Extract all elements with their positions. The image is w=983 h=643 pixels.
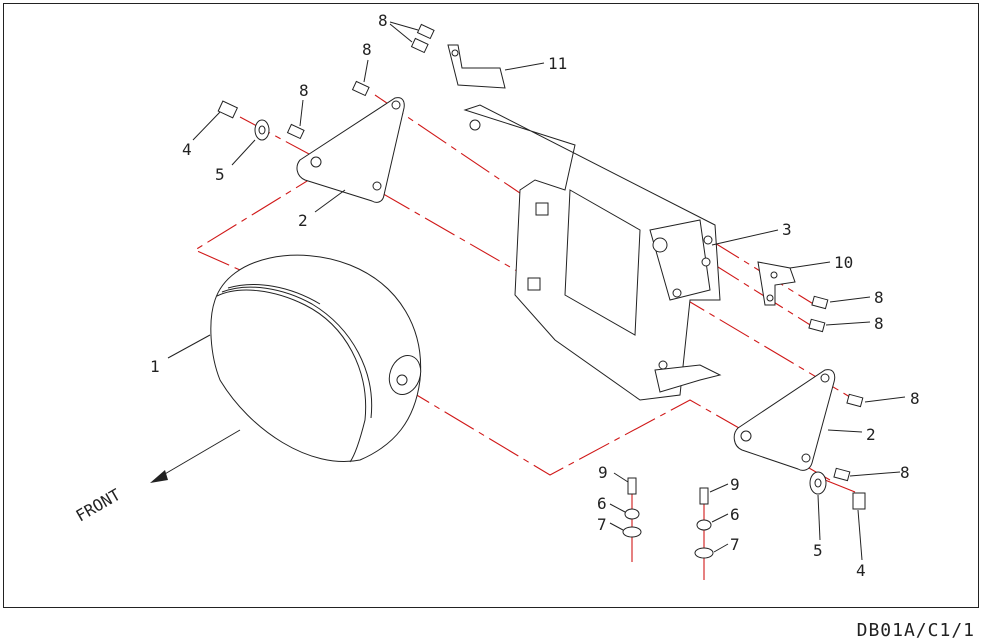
headlight-shell (210, 254, 422, 463)
bolt-8-top-b (410, 37, 429, 54)
main-bracket (463, 104, 722, 401)
nut-6-left (624, 508, 640, 520)
bolts-4-washers-5 (217, 100, 866, 510)
callout-7-right: 7 (730, 535, 740, 554)
bolt-4-right (852, 492, 866, 510)
leader-lines (167, 21, 906, 561)
callout-numbers: 1 2 2 3 4 4 5 5 6 6 7 7 8 8 8 8 8 8 8 9 … (150, 11, 920, 580)
assembly-path-headlight-top (193, 169, 326, 271)
clip-bracket-11 (447, 44, 506, 89)
callout-4-left: 4 (182, 140, 192, 159)
assembly-path-bolt8-b (709, 261, 816, 329)
bracket-left (296, 97, 405, 203)
callout-9-right: 9 (730, 475, 740, 494)
front-arrow: FRONT (73, 429, 241, 526)
drawing-code: DB01A/C1/1 (856, 620, 975, 641)
callout-11: 11 (548, 54, 567, 73)
bolt-8-bracket-left (286, 123, 305, 140)
bracket-right (733, 369, 836, 471)
callout-9-left: 9 (598, 463, 608, 482)
callout-1: 1 (150, 357, 160, 376)
washer-7-left (622, 526, 642, 538)
bolt-8-top-a (416, 23, 435, 40)
stud-stacks (622, 477, 714, 559)
bolt-8-bracket-top (351, 80, 370, 97)
assembly-path-bracket-left-upper (374, 94, 546, 211)
callout-2-left: 2 (298, 211, 308, 230)
callout-10: 10 (834, 253, 853, 272)
callout-7-left: 7 (597, 515, 607, 534)
bolt-8-right-b (808, 318, 826, 333)
callout-6-left: 6 (597, 494, 607, 513)
drawing-frame (3, 3, 979, 608)
callout-5-right: 5 (813, 541, 823, 560)
bolt-4-left (217, 100, 239, 119)
callout-8-bracket-left: 8 (299, 81, 309, 100)
callout-6-right: 6 (730, 505, 740, 524)
callout-2-right: 2 (866, 425, 876, 444)
callout-3: 3 (782, 220, 792, 239)
callout-5-left: 5 (215, 165, 225, 184)
nut-6-right (696, 519, 712, 531)
clip-bracket-10 (757, 261, 796, 306)
callout-8-right-d: 8 (900, 463, 910, 482)
stud-9-left (627, 477, 637, 495)
callout-8-bracket-top: 8 (362, 40, 372, 59)
callout-8-top: 8 (378, 11, 388, 30)
callout-8-right-a: 8 (874, 288, 884, 307)
washer-7-right (694, 547, 714, 559)
bolts-8 (286, 23, 864, 482)
bolt-8-right-c (846, 393, 864, 408)
callout-8-right-c: 8 (910, 389, 920, 408)
stud-9-right (699, 487, 709, 505)
front-label: FRONT (73, 485, 125, 526)
callout-4-right: 4 (856, 561, 866, 580)
bolt-8-right-d (833, 467, 851, 482)
callout-8-right-b: 8 (874, 314, 884, 333)
bolt-8-right-a (811, 295, 829, 310)
